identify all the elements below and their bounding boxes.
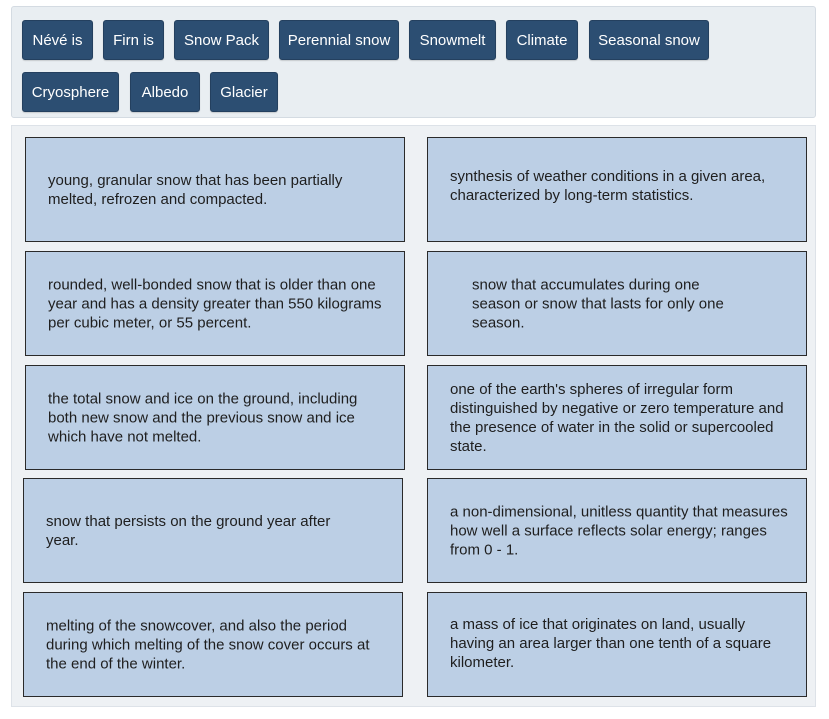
definition-card-firn[interactable]: rounded, well-bonded snow that is older … xyxy=(25,251,405,356)
definition-board: young, granular snow that has been parti… xyxy=(11,125,816,707)
definition-text: synthesis of weather conditions in a giv… xyxy=(450,168,766,204)
term-bank: Névé is Firn is Snow Pack Perennial snow… xyxy=(11,6,816,118)
definition-text: a non-dimensional, unitless quantity tha… xyxy=(450,503,788,558)
definition-text: a mass of ice that originates on land, u… xyxy=(450,616,772,671)
definition-card-climate[interactable]: synthesis of weather conditions in a giv… xyxy=(427,137,807,242)
term-chip-neve[interactable]: Névé is xyxy=(22,20,93,60)
term-chip-seasonal-snow[interactable]: Seasonal snow xyxy=(589,20,709,60)
term-chip-glacier[interactable]: Glacier xyxy=(210,72,278,112)
term-chip-snowmelt[interactable]: Snowmelt xyxy=(409,20,496,60)
definition-text: rounded, well-bonded snow that is older … xyxy=(48,276,382,331)
term-chip-perennial-snow[interactable]: Perennial snow xyxy=(279,20,399,60)
definition-card-perennial-snow[interactable]: snow that persists on the ground year af… xyxy=(23,478,403,583)
definition-card-seasonal-snow[interactable]: snow that accumulates during one season … xyxy=(427,251,807,356)
definition-card-glacier[interactable]: a mass of ice that originates on land, u… xyxy=(427,592,807,697)
term-chip-climate[interactable]: Climate xyxy=(506,20,578,60)
definition-text: snow that persists on the ground year af… xyxy=(46,512,331,549)
definition-card-snowmelt[interactable]: melting of the snowcover, and also the p… xyxy=(23,592,403,697)
definition-text: the total snow and ice on the ground, in… xyxy=(48,390,358,445)
term-chip-albedo[interactable]: Albedo xyxy=(130,72,200,112)
term-chip-cryosphere[interactable]: Cryosphere xyxy=(22,72,119,112)
definition-text: young, granular snow that has been parti… xyxy=(48,171,343,208)
definition-text: snow that accumulates during one season … xyxy=(472,276,724,331)
term-chip-snow-pack[interactable]: Snow Pack xyxy=(174,20,269,60)
definition-card-cryosphere[interactable]: one of the earth's spheres of irregular … xyxy=(427,365,807,470)
term-chip-firn[interactable]: Firn is xyxy=(103,20,164,60)
definition-text: one of the earth's spheres of irregular … xyxy=(450,380,784,455)
definition-text: melting of the snowcover, and also the p… xyxy=(46,617,370,672)
definition-card-snow-pack[interactable]: the total snow and ice on the ground, in… xyxy=(25,365,405,470)
definition-card-neve[interactable]: young, granular snow that has been parti… xyxy=(25,137,405,242)
definition-card-albedo[interactable]: a non-dimensional, unitless quantity tha… xyxy=(427,478,807,583)
